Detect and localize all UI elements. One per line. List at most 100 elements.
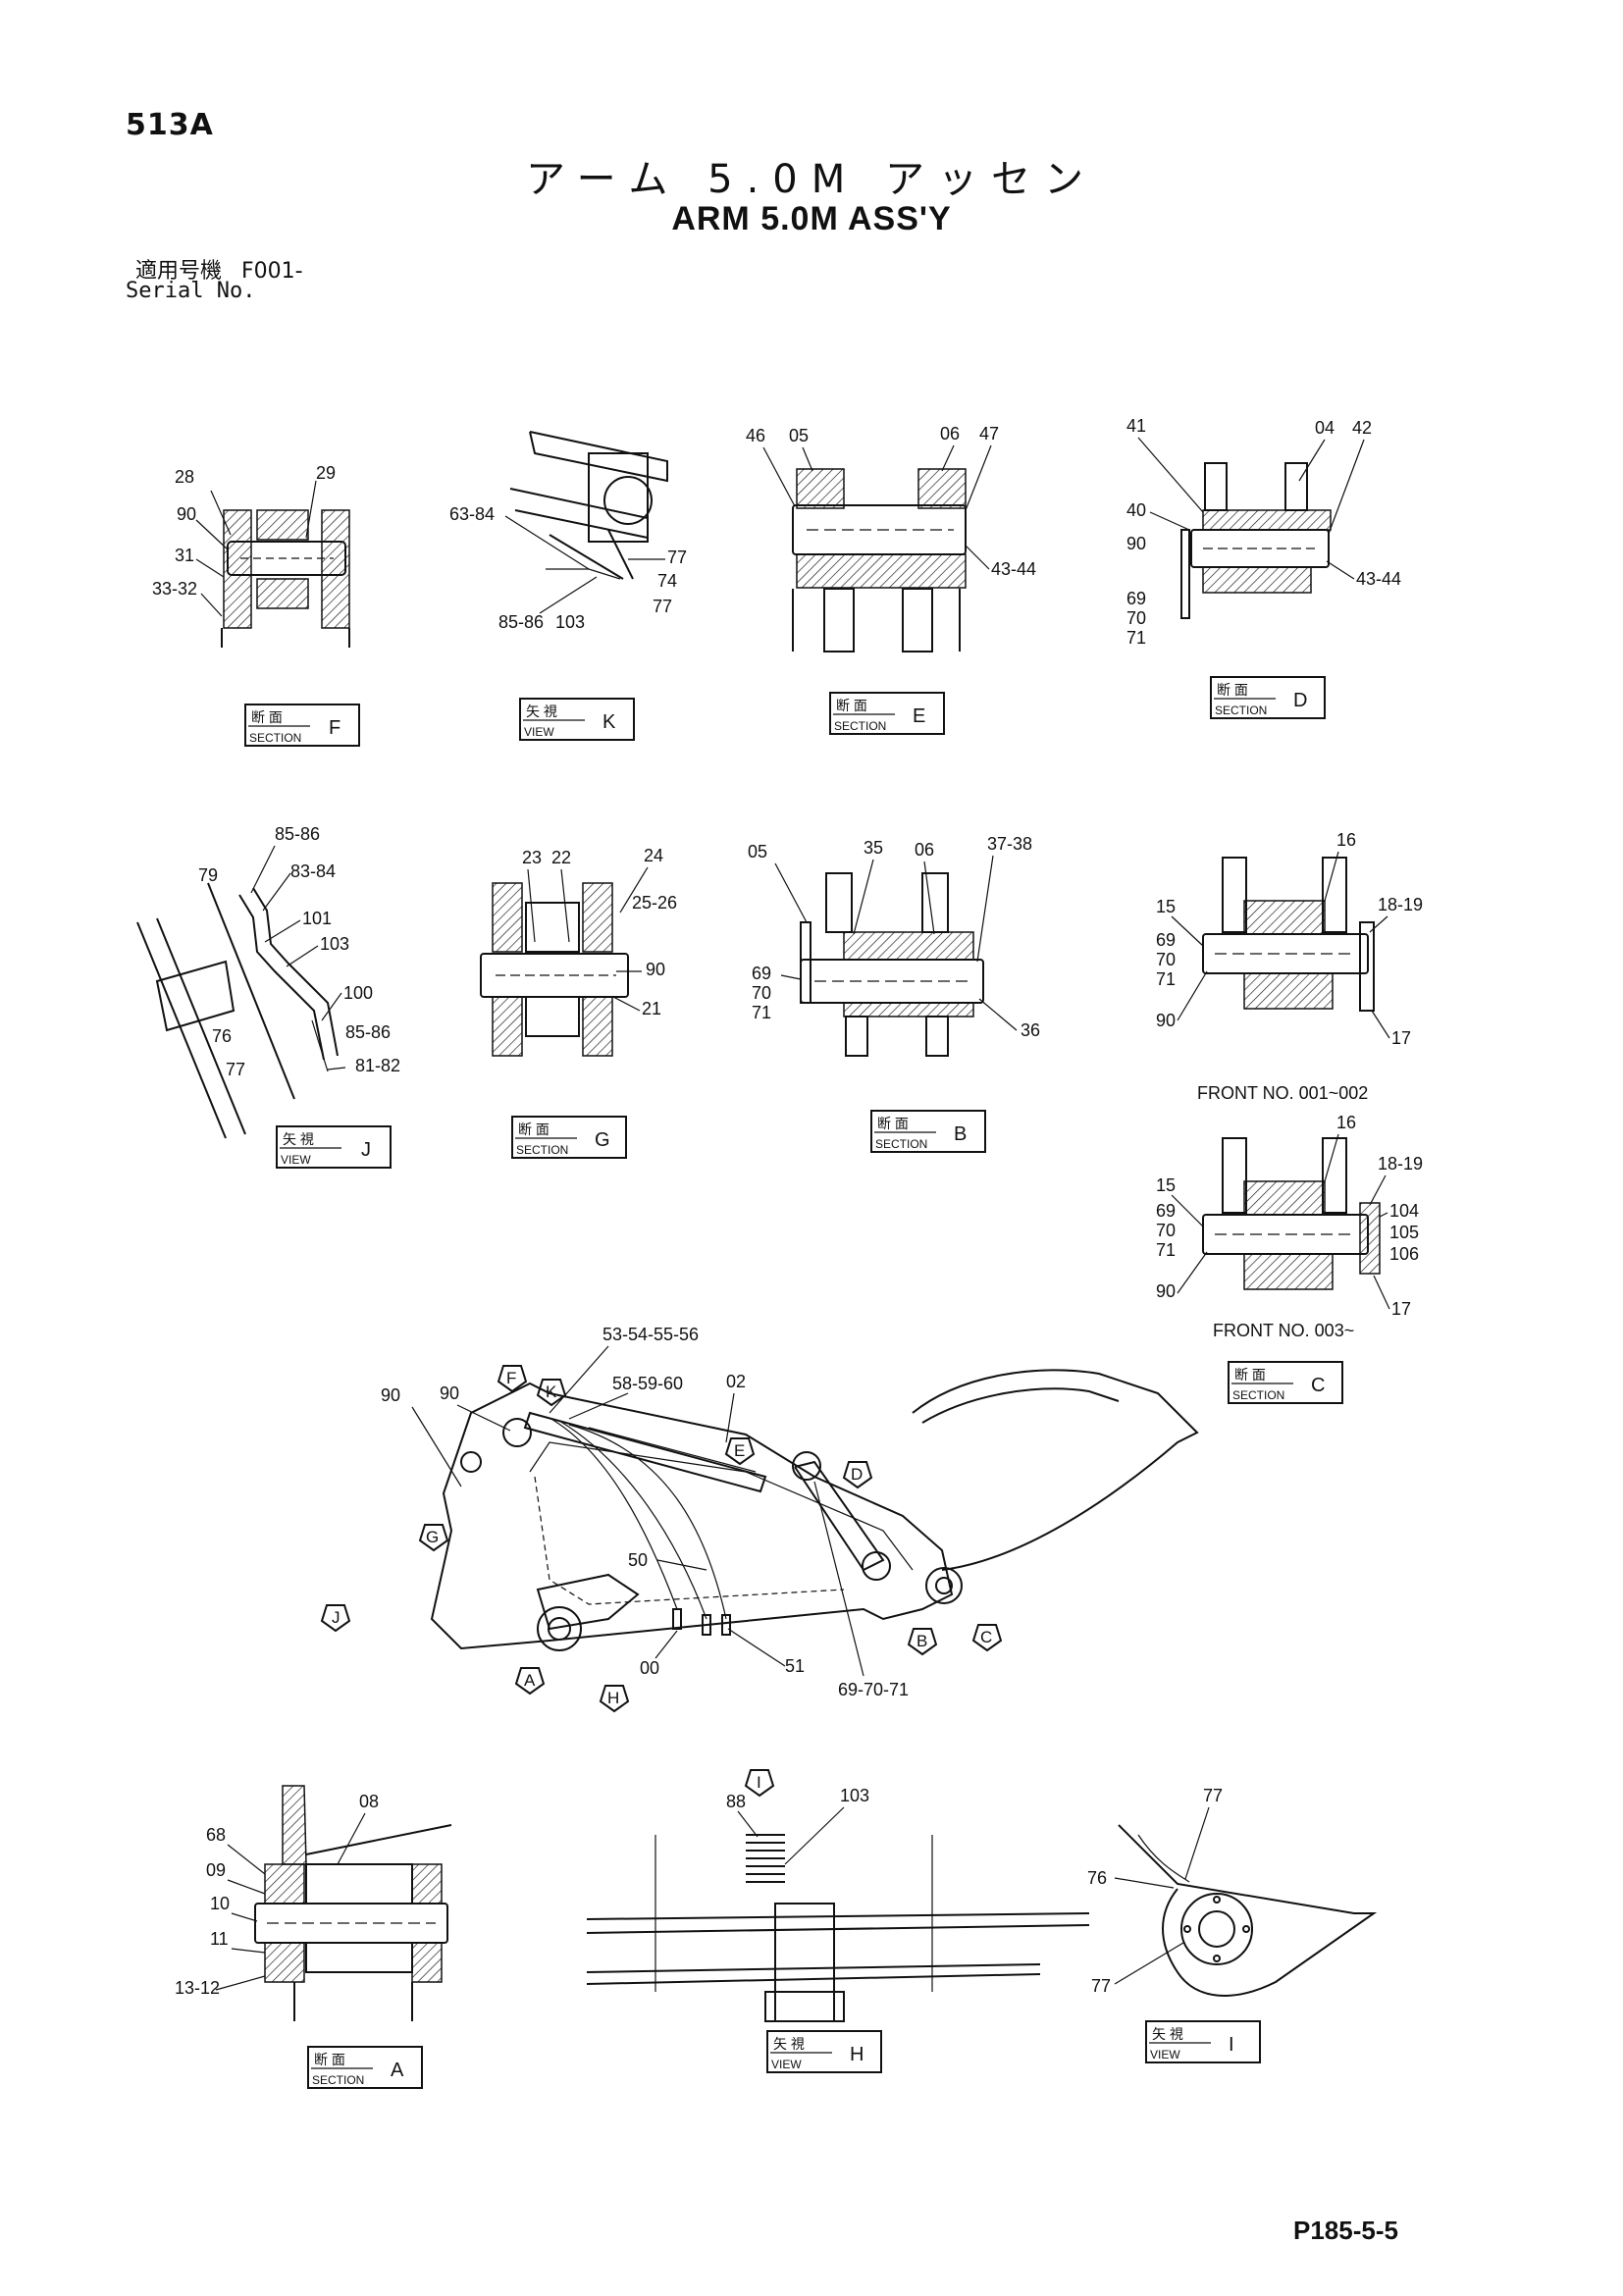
- label-k-5: 103: [555, 612, 585, 632]
- label-c2-8: 106: [1389, 1244, 1419, 1264]
- tag-d-en: SECTION: [1215, 704, 1267, 717]
- label-e-1: 05: [789, 426, 809, 445]
- label-b-4: 69: [752, 964, 771, 983]
- label-f-2: 90: [177, 504, 196, 524]
- tag-a-jp: 断 面: [314, 2052, 345, 2067]
- tag-view-i: 矢 視 VIEW I: [1145, 2020, 1261, 2063]
- tag-c-jp: 断 面: [1234, 1367, 1266, 1383]
- tag-e-en: SECTION: [834, 719, 886, 733]
- label-i-2: 77: [1091, 1976, 1111, 1996]
- label-b-5: 70: [752, 983, 771, 1003]
- label-h-0: 88: [726, 1792, 746, 1811]
- serial-label-english: Serial No.: [126, 279, 256, 303]
- serial-value: F001-: [241, 259, 303, 284]
- section-c1-drawing: 16 15 18-19 69 70 71 90 17: [1156, 830, 1423, 1048]
- label-main-1: 90: [381, 1385, 400, 1405]
- tag-i-letter: I: [1229, 2034, 1234, 2056]
- serial-label-jp-text: 適用号機: [135, 259, 223, 284]
- main-arm-drawing: 53-54-55-56 90 90 58-59-60 02 50 51 00 6…: [320, 1325, 1199, 1713]
- label-g-5: 21: [642, 999, 661, 1018]
- label-c2-10: 17: [1391, 1299, 1411, 1319]
- label-j-4: 103: [320, 934, 349, 954]
- label-a-0: 68: [206, 1825, 226, 1845]
- label-c2-6: 104: [1389, 1201, 1419, 1221]
- marker-g: G: [426, 1528, 439, 1546]
- tag-section-g: 断 面 SECTION G: [511, 1116, 627, 1159]
- label-j-3: 101: [302, 909, 332, 928]
- tag-a-letter: A: [391, 2060, 404, 2081]
- tag-k-jp: 矢 視: [526, 704, 557, 719]
- label-c1-7: 17: [1391, 1028, 1411, 1048]
- tag-f-jp: 断 面: [251, 709, 283, 725]
- section-e-drawing: 46 05 06 47 43-44: [746, 424, 1036, 652]
- tag-k-letter: K: [602, 711, 616, 733]
- label-c2-9: 90: [1156, 1281, 1176, 1301]
- section-a-drawing: 68 08 09 10 11 13-12: [175, 1785, 452, 2021]
- section-d-drawing: 41 04 42 40 90 43-44 69 70 71: [1126, 416, 1401, 648]
- label-a-5: 13-12: [175, 1978, 220, 1998]
- tag-section-c: 断 面 SECTION C: [1228, 1361, 1343, 1404]
- label-c1-0: 16: [1336, 830, 1356, 850]
- label-f-1: 29: [316, 463, 336, 483]
- label-main-3: 58-59-60: [612, 1374, 683, 1393]
- label-c2-4: 70: [1156, 1221, 1176, 1240]
- label-c1-6: 90: [1156, 1011, 1176, 1030]
- marker-b: B: [916, 1632, 927, 1650]
- label-main-0: 53-54-55-56: [602, 1325, 699, 1344]
- tag-section-b: 断 面 SECTION B: [870, 1110, 986, 1153]
- label-h-1: 103: [840, 1786, 869, 1805]
- label-f-3: 31: [175, 546, 194, 565]
- label-d-8: 71: [1126, 628, 1146, 648]
- view-j-drawing: 85-86 79 83-84 101 103 100 76 77 85-86 8…: [136, 824, 400, 1139]
- tag-i-jp: 矢 視: [1152, 2026, 1183, 2042]
- tag-d-letter: D: [1293, 690, 1307, 711]
- tag-j-letter: J: [361, 1139, 371, 1161]
- label-b-3: 37-38: [987, 834, 1032, 854]
- label-j-0: 85-86: [275, 824, 320, 844]
- label-main-8: 69-70-71: [838, 1680, 909, 1699]
- label-main-7: 00: [640, 1658, 659, 1678]
- tag-e-letter: E: [913, 705, 925, 727]
- label-d-2: 42: [1352, 418, 1372, 438]
- label-main-4: 02: [726, 1372, 746, 1391]
- label-b-1: 35: [864, 838, 883, 858]
- tag-e-jp: 断 面: [836, 698, 867, 713]
- label-j-7: 77: [226, 1060, 245, 1079]
- label-c2-2: 18-19: [1378, 1154, 1423, 1174]
- label-e-4: 43-44: [991, 559, 1036, 579]
- label-c1-5: 71: [1156, 969, 1176, 989]
- label-f-0: 28: [175, 467, 194, 487]
- marker-a: A: [524, 1671, 536, 1690]
- label-b-2: 06: [915, 840, 934, 860]
- tag-view-k: 矢 視 VIEW K: [519, 698, 635, 741]
- tag-b-jp: 断 面: [877, 1116, 909, 1131]
- marker-i: I: [757, 1773, 761, 1792]
- title-english: ARM 5.0M ASS'Y: [671, 200, 952, 237]
- label-d-3: 40: [1126, 500, 1146, 520]
- label-a-3: 10: [210, 1894, 230, 1913]
- tag-view-j: 矢 視 VIEW J: [276, 1125, 392, 1169]
- label-c2-1: 15: [1156, 1175, 1176, 1195]
- marker-c: C: [980, 1628, 992, 1646]
- label-g-2: 24: [644, 846, 663, 865]
- label-c2-3: 69: [1156, 1201, 1176, 1221]
- view-k-drawing: 63-84 77 74 77 85-86 103: [449, 431, 687, 632]
- label-d-7: 70: [1126, 608, 1146, 628]
- section-c2-drawing: 16 15 18-19 69 70 71 104 105 106 90 17: [1156, 1113, 1423, 1319]
- label-c2-0: 16: [1336, 1113, 1356, 1132]
- tag-f-letter: F: [329, 717, 340, 739]
- front-note-c1: FRONT NO. 001~002: [1197, 1083, 1368, 1103]
- label-k-3: 77: [653, 597, 672, 616]
- label-c1-3: 69: [1156, 930, 1176, 950]
- tag-i-en: VIEW: [1150, 2048, 1180, 2061]
- serial-label-japanese: 適用号機 F001-: [135, 253, 303, 285]
- page-reference: P185-5-5: [1293, 2216, 1398, 2245]
- label-b-7: 36: [1021, 1020, 1040, 1040]
- label-e-0: 46: [746, 426, 765, 445]
- label-g-0: 23: [522, 848, 542, 867]
- section-f-drawing: 28 29 90 31 33-32: [152, 463, 350, 648]
- label-c2-5: 71: [1156, 1240, 1176, 1260]
- tag-section-a: 断 面 SECTION A: [307, 2046, 423, 2089]
- marker-e: E: [734, 1441, 745, 1460]
